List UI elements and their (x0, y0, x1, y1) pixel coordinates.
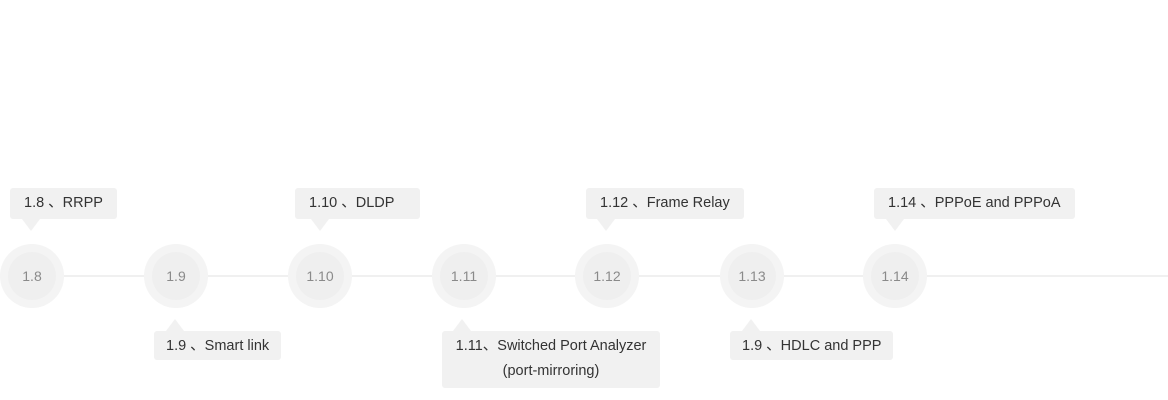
callout-pointer (597, 219, 615, 231)
timeline-node-label: 1.8 (8, 252, 56, 300)
callout-rrpp[interactable]: 1.8 、RRPP (10, 188, 117, 219)
callout-pointer (311, 219, 329, 231)
callout-line: 1.11、Switched Port Analyzer (455, 338, 647, 354)
callout-pointer (742, 319, 760, 331)
timeline-node-label: 1.13 (728, 252, 776, 300)
timeline-node-1-9[interactable]: 1.9 (144, 244, 208, 308)
callout-line: (port-mirroring) (502, 363, 600, 379)
callout-pointer (166, 319, 184, 331)
callout-smart-link[interactable]: 1.9 、Smart link (154, 331, 282, 360)
timeline-node-label: 1.12 (583, 252, 631, 300)
timeline-node-1-12[interactable]: 1.12 (575, 244, 639, 308)
timeline-node-1-13[interactable]: 1.13 (720, 244, 784, 308)
callout-pointer (22, 219, 40, 231)
timeline-node-1-8[interactable]: 1.8 (0, 244, 64, 308)
callout-pointer (886, 219, 904, 231)
callout-hdlc-ppp[interactable]: 1.9 、HDLC and PPP (730, 331, 894, 360)
callout-pppoe-pppoa[interactable]: 1.14 、PPPoE and PPPoA (874, 188, 1075, 219)
timeline-node-1-14[interactable]: 1.14 (863, 244, 927, 308)
timeline-node-1-10[interactable]: 1.10 (288, 244, 352, 308)
timeline-node-1-11[interactable]: 1.11 (432, 244, 496, 308)
callout-pointer (453, 319, 471, 331)
callout-dldp[interactable]: 1.10 、DLDP (295, 188, 420, 219)
timeline-node-label: 1.9 (152, 252, 200, 300)
timeline-node-label: 1.14 (871, 252, 919, 300)
callout-frame-relay[interactable]: 1.12 、Frame Relay (586, 188, 744, 219)
timeline-node-label: 1.10 (296, 252, 344, 300)
timeline-node-label: 1.11 (440, 252, 488, 300)
callout-switched-port-analyzer[interactable]: 1.11、Switched Port Analyzer (port-mirror… (442, 331, 660, 388)
